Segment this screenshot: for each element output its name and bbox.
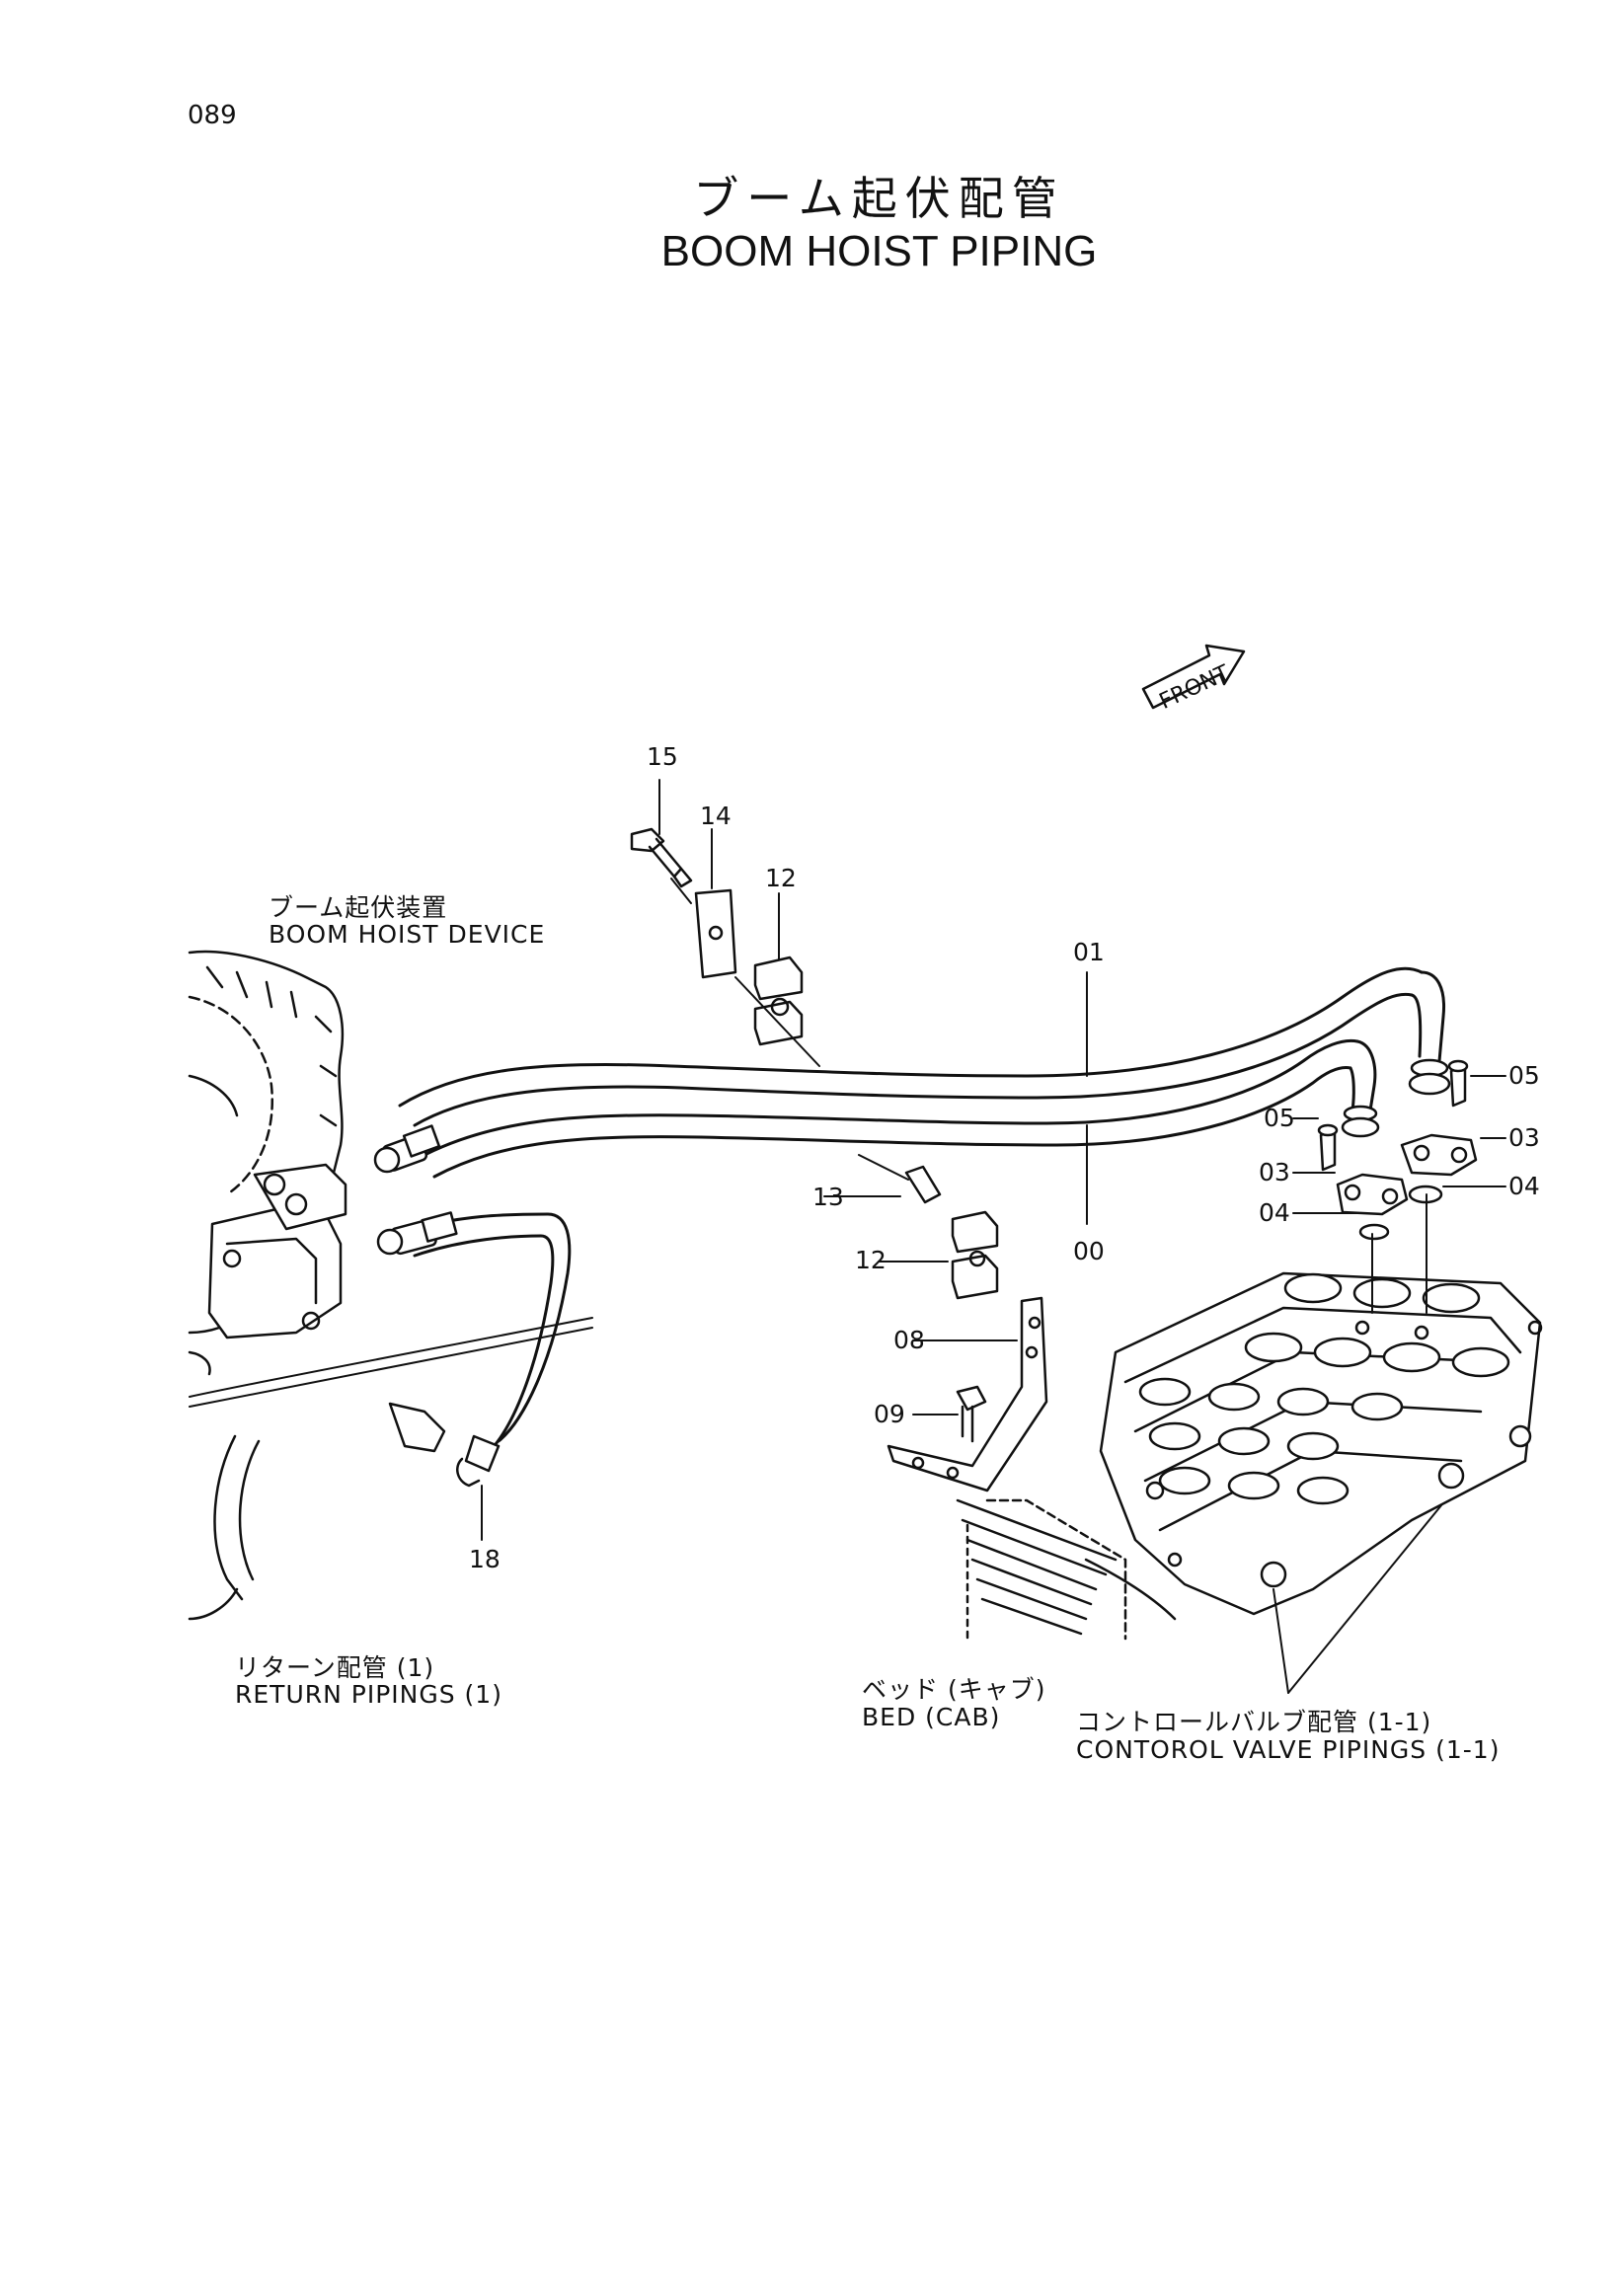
part-number-14: 14 <box>700 802 732 830</box>
bolt-15 <box>630 779 693 888</box>
part-number-08: 08 <box>893 1326 925 1354</box>
part-number-15: 15 <box>647 742 678 771</box>
pipe-00 <box>423 1038 1380 1179</box>
plate-14 <box>670 828 737 979</box>
control-valve-block <box>1099 1193 1543 1694</box>
hose-fittings <box>373 1124 458 1256</box>
part-number-12-top: 12 <box>765 864 797 892</box>
bolt-09 <box>912 1385 987 1443</box>
bracket-08 <box>887 1296 1048 1492</box>
flanges-and-seals <box>1292 1059 1506 1241</box>
page-number: 089 <box>188 101 237 130</box>
part-number-09: 09 <box>874 1400 905 1428</box>
part-number-05-left: 05 <box>1264 1104 1295 1132</box>
part-number-12-bottom: 12 <box>855 1246 887 1274</box>
page-title-japanese: ブーム起伏配管 <box>693 172 1065 225</box>
return-pipe-18 <box>398 1212 572 1541</box>
bed-cab-outline <box>956 1498 1177 1641</box>
part-number-03-left: 03 <box>1259 1158 1290 1186</box>
clamp-12-top <box>734 892 820 1067</box>
part-number-18: 18 <box>469 1545 501 1573</box>
control-valve-pipings-label: CONTOROL VALVE PIPINGS (1-1) <box>1076 1735 1501 1764</box>
front-arrow-icon: FRONT <box>1141 644 1246 715</box>
spacer-13 <box>823 1154 942 1204</box>
part-number-05-right: 05 <box>1508 1061 1540 1090</box>
part-number-01: 01 <box>1073 938 1105 966</box>
control-valve-pipings-label-japanese: コントロールバルブ配管 (1-1) <box>1076 1708 1432 1736</box>
boom-hoist-device-outline <box>188 950 593 1621</box>
bed-cab-label-japanese: ベッド (キャブ) <box>862 1675 1046 1704</box>
part-number-00: 00 <box>1073 1237 1105 1265</box>
boom-hoist-device-label: BOOM HOIST DEVICE <box>269 920 546 949</box>
pipe-01 <box>398 966 1451 1127</box>
part-number-04-right: 04 <box>1508 1172 1540 1200</box>
part-number-03-right: 03 <box>1508 1123 1540 1152</box>
clamp-12-bottom <box>878 1210 999 1300</box>
bed-cab-label: BED (CAB) <box>862 1703 1001 1731</box>
return-pipings-label-japanese: リターン配管 (1) <box>235 1653 435 1682</box>
return-pipings-label: RETURN PIPINGS (1) <box>235 1680 502 1709</box>
boom-hoist-device-label-japanese: ブーム起伏装置 <box>269 893 448 922</box>
page-title: BOOM HOIST PIPING <box>660 227 1098 275</box>
part-number-13: 13 <box>812 1183 844 1211</box>
part-number-04-left: 04 <box>1259 1198 1290 1227</box>
